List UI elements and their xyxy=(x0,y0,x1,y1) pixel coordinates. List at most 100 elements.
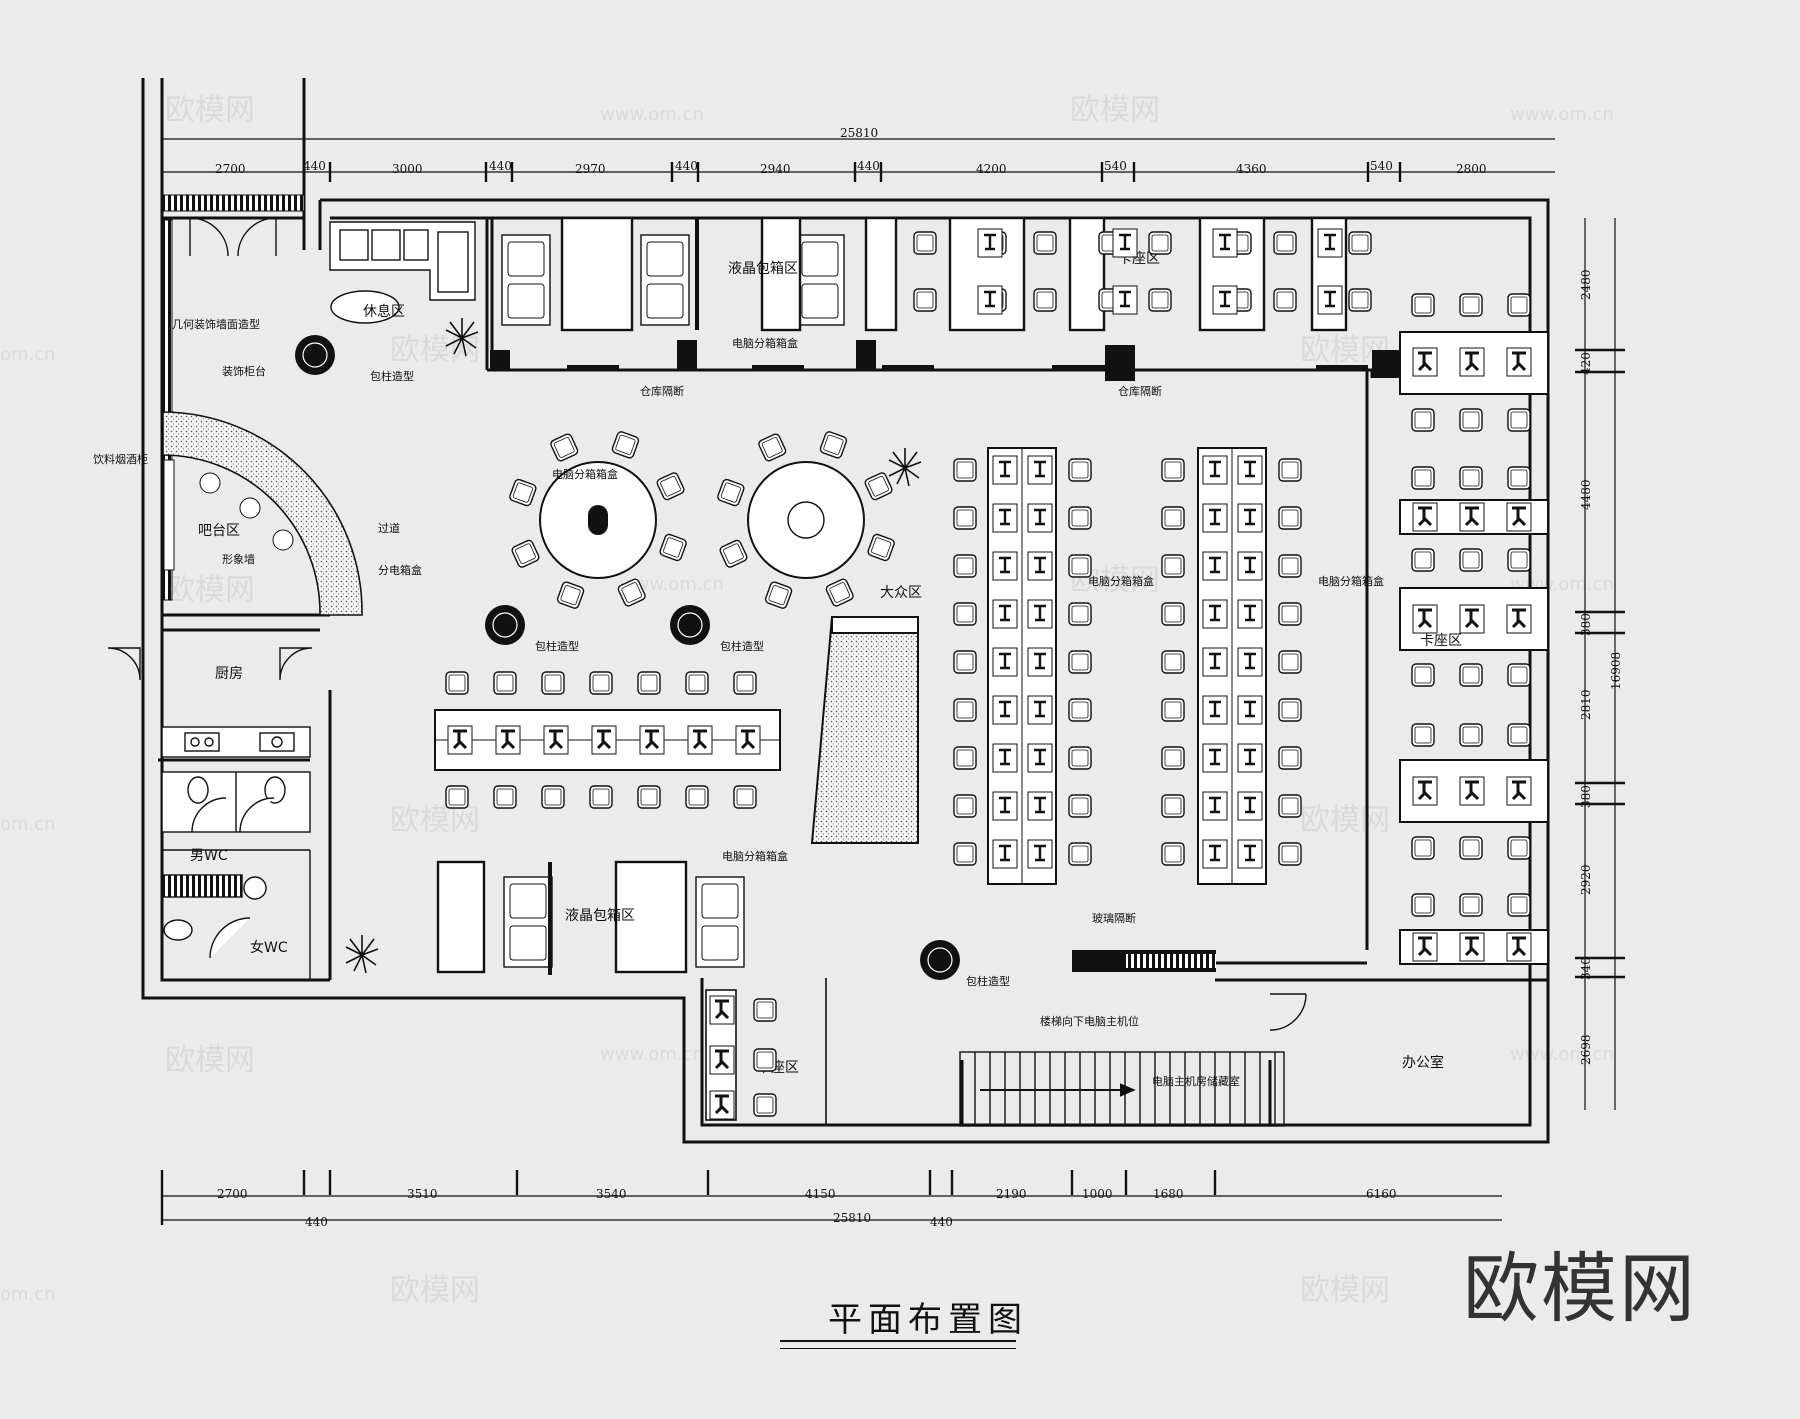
computer-station xyxy=(991,550,1019,582)
svg-text:楼梯向下电脑主机位: 楼梯向下电脑主机位 xyxy=(1040,1014,1139,1028)
chair xyxy=(445,785,469,809)
chair xyxy=(1459,548,1483,572)
chair xyxy=(541,671,565,695)
staircase[interactable] xyxy=(959,993,1307,1127)
svg-text:www.om.cn: www.om.cn xyxy=(600,104,704,125)
chair xyxy=(753,1048,777,1072)
chair xyxy=(541,785,565,809)
svg-text:玻璃隔断: 玻璃隔断 xyxy=(1092,911,1136,925)
room-label-womens-wc: 女WC xyxy=(250,939,288,956)
computer-station xyxy=(1411,775,1439,807)
chair xyxy=(1411,293,1435,317)
computer-station xyxy=(1211,227,1239,259)
computer-station xyxy=(1236,742,1264,774)
chair xyxy=(1068,746,1092,770)
svg-text:3000: 3000 xyxy=(392,162,423,176)
chair xyxy=(824,577,856,608)
pillar-1 xyxy=(294,334,336,376)
svg-text:几何装饰墙面造型: 几何装饰墙面造型 xyxy=(172,317,260,331)
svg-text:欧模网: 欧模网 xyxy=(390,1273,480,1308)
computer-station xyxy=(1458,931,1486,963)
chair xyxy=(818,430,849,460)
chair xyxy=(1411,408,1435,432)
svg-text:2800: 2800 xyxy=(1456,162,1487,176)
svg-text:440: 440 xyxy=(930,1215,953,1229)
computer-station xyxy=(542,724,570,756)
computer-station xyxy=(1236,454,1264,486)
top-box-room xyxy=(490,216,898,360)
svg-text:540: 540 xyxy=(1104,159,1127,173)
computer-station xyxy=(1111,284,1139,316)
washrooms xyxy=(161,771,311,980)
svg-text:电脑分箱箱盒: 电脑分箱箱盒 xyxy=(552,467,618,481)
chair xyxy=(953,458,977,482)
computer-station xyxy=(1505,931,1533,963)
svg-text:分电箱盒: 分电箱盒 xyxy=(378,563,422,577)
svg-text:4480: 4480 xyxy=(1579,479,1593,510)
watermarks: 欧模网 欧模网 欧模网 欧模网 欧模网 欧模网 欧模网 欧模网 欧模网 欧模网 … xyxy=(0,93,1614,1308)
chair xyxy=(733,785,757,809)
svg-text:380: 380 xyxy=(1579,785,1593,808)
chair xyxy=(1273,231,1297,255)
pillar-3 xyxy=(669,604,711,646)
computer-station xyxy=(1316,227,1344,259)
computer-station xyxy=(976,284,1004,316)
computer-station xyxy=(1411,501,1439,533)
chair xyxy=(1507,466,1531,490)
chair xyxy=(953,650,977,674)
chair xyxy=(510,538,541,570)
chair xyxy=(1148,288,1172,312)
svg-text:4200: 4200 xyxy=(976,162,1007,176)
chair xyxy=(1278,554,1302,578)
room-label-kitchen: 厨房 xyxy=(215,666,243,682)
computer-station xyxy=(1201,742,1229,774)
chair xyxy=(1278,650,1302,674)
svg-text:440: 440 xyxy=(857,159,880,173)
plant-2 xyxy=(888,447,922,487)
svg-text:过道: 过道 xyxy=(378,521,400,535)
chair xyxy=(1068,794,1092,818)
svg-text:340: 340 xyxy=(1579,957,1593,980)
svg-text:om.cn: om.cn xyxy=(0,814,56,835)
chair xyxy=(1507,548,1531,572)
computer-station xyxy=(1236,694,1264,726)
chair xyxy=(1278,842,1302,866)
svg-text:420: 420 xyxy=(1579,352,1593,375)
svg-text:1000: 1000 xyxy=(1082,1187,1113,1201)
chair xyxy=(1459,893,1483,917)
annotations: 几何装饰墙面造型 装饰柜台 饮料烟酒柜 过道 分电箱盒 形象墙 包柱造型 包柱造… xyxy=(93,317,1384,1088)
svg-text:形象墙: 形象墙 xyxy=(222,552,255,566)
computer-station xyxy=(991,646,1019,678)
chair xyxy=(1161,842,1185,866)
chair xyxy=(1273,288,1297,312)
svg-text:440: 440 xyxy=(489,159,512,173)
plant-3 xyxy=(345,934,379,974)
pillar-4 xyxy=(919,939,961,981)
computer-station xyxy=(1201,550,1229,582)
chair xyxy=(1348,288,1372,312)
chair xyxy=(1411,893,1435,917)
chair xyxy=(913,288,937,312)
svg-text:4360: 4360 xyxy=(1236,162,1267,176)
chair xyxy=(1033,288,1057,312)
svg-text:www.om.cn: www.om.cn xyxy=(1510,104,1614,125)
chair xyxy=(863,470,894,502)
chair xyxy=(1411,466,1435,490)
computer-station xyxy=(991,454,1019,486)
chair xyxy=(1278,698,1302,722)
chair xyxy=(1161,506,1185,530)
computer-station xyxy=(734,724,762,756)
entrance-door[interactable] xyxy=(189,217,277,257)
computer-station xyxy=(1201,694,1229,726)
svg-text:25810: 25810 xyxy=(833,1211,871,1225)
computer-station xyxy=(1026,454,1054,486)
walls xyxy=(141,78,1550,1144)
chair xyxy=(1068,698,1092,722)
computer-station xyxy=(1201,502,1229,534)
chair xyxy=(1278,458,1302,482)
svg-text:欧模网: 欧模网 xyxy=(390,333,480,368)
chair xyxy=(1411,548,1435,572)
computer-station xyxy=(1201,790,1229,822)
chair xyxy=(1161,794,1185,818)
